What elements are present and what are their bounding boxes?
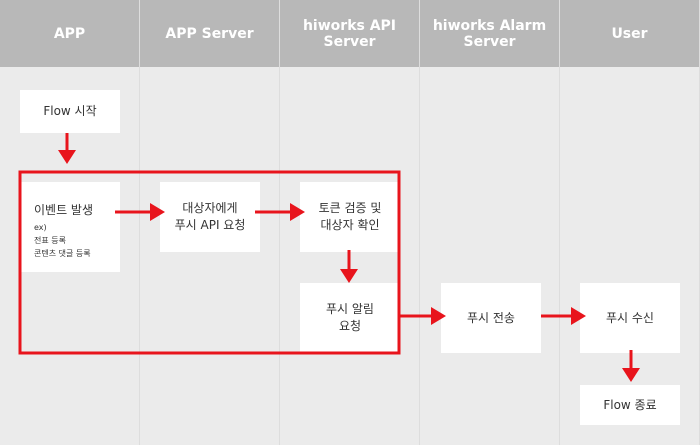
- lane-user: User: [560, 0, 700, 445]
- flow-end-box: Flow 종료: [580, 385, 680, 425]
- push-receive-label: 푸시 수신: [606, 310, 654, 325]
- push-request-line1: 대상자에게: [182, 201, 238, 215]
- lane-header-user: User: [560, 0, 699, 67]
- lane-alarm-server: hiworks Alarm Server: [420, 0, 560, 445]
- push-request-box: 대상자에게 푸시 API 요청: [160, 182, 260, 252]
- lane-header-alarm-server: hiworks Alarm Server: [420, 0, 559, 67]
- event-example-2: 콘텐츠 댓글 등록: [34, 249, 91, 258]
- lane-header-api-server: hiworks API Server: [280, 0, 419, 67]
- push-alarm-line1: 푸시 알림: [326, 302, 374, 316]
- push-alarm-box: 푸시 알림 요청: [300, 283, 400, 353]
- lane-header-app-server: APP Server: [140, 0, 279, 67]
- push-receive-box: 푸시 수신: [580, 283, 680, 353]
- event-label: 이벤트 발생: [34, 203, 94, 217]
- token-verify-line2: 대상자 확인: [320, 218, 380, 232]
- flow-end-label: Flow 종료: [603, 397, 657, 412]
- flow-start-box: Flow 시작: [20, 90, 120, 133]
- token-verify-line1: 토큰 검증 및: [318, 201, 382, 215]
- flow-start-label: Flow 시작: [43, 104, 97, 118]
- push-request-line2: 푸시 API 요청: [174, 218, 246, 232]
- lane-header-app: APP: [0, 0, 139, 67]
- event-example-prefix: ex): [34, 223, 47, 232]
- token-verify-box: 토큰 검증 및 대상자 확인: [300, 182, 400, 252]
- push-send-box: 푸시 전송: [441, 283, 541, 353]
- event-example-1: 전표 등록: [34, 236, 66, 245]
- push-send-label: 푸시 전송: [467, 310, 515, 325]
- event-box: 이벤트 발생 ex) 전표 등록 콘텐츠 댓글 등록: [20, 182, 120, 272]
- push-alarm-line2: 요청: [338, 319, 362, 333]
